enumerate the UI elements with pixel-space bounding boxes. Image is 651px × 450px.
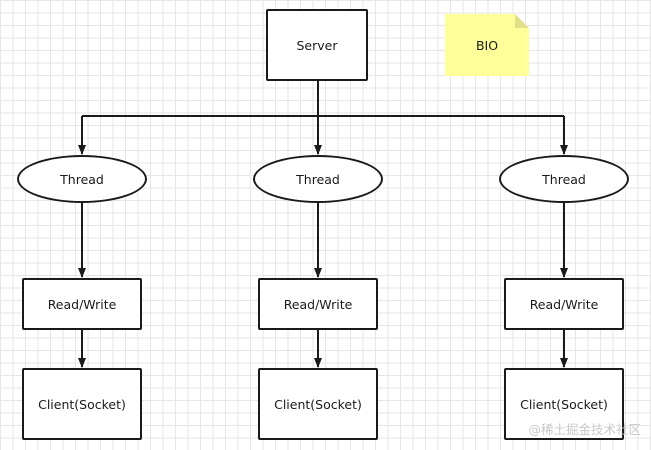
- client-socket-node-1: Client(Socket): [22, 368, 142, 440]
- client-socket-label-3: Client(Socket): [520, 396, 608, 412]
- read-write-label-1: Read/Write: [47, 296, 117, 312]
- read-write-node-3: Read/Write: [504, 278, 624, 330]
- server-node: Server: [266, 9, 368, 81]
- server-label: Server: [296, 37, 338, 53]
- client-socket-label-2: Client(Socket): [274, 396, 362, 412]
- client-socket-node-3: Client(Socket): [504, 368, 624, 440]
- client-socket-label-1: Client(Socket): [38, 396, 126, 412]
- thread-label-3: Thread: [542, 171, 586, 187]
- thread-label-2: Thread: [296, 171, 340, 187]
- read-write-label-3: Read/Write: [529, 296, 599, 312]
- watermark-text: @稀土掘金技术社区: [528, 422, 641, 437]
- thread-node-3: Thread: [499, 155, 629, 203]
- thread-label-1: Thread: [60, 171, 104, 187]
- client-socket-node-2: Client(Socket): [258, 368, 378, 440]
- read-write-node-2: Read/Write: [258, 278, 378, 330]
- thread-node-1: Thread: [17, 155, 147, 203]
- bio-note-label: BIO: [475, 37, 499, 53]
- read-write-node-1: Read/Write: [22, 278, 142, 330]
- read-write-label-2: Read/Write: [283, 296, 353, 312]
- thread-node-2: Thread: [253, 155, 383, 203]
